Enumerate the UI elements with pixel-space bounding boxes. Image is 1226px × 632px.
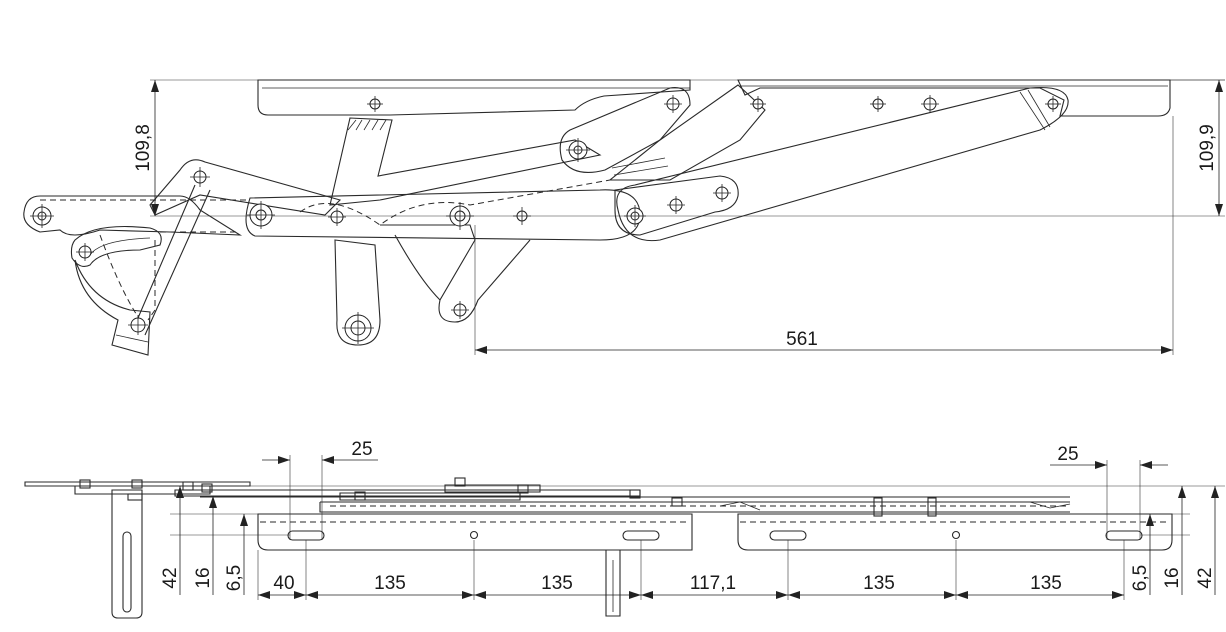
dim-small-left-label: 6,5 — [224, 565, 245, 591]
slot — [769, 530, 807, 541]
pin-icon — [328, 208, 346, 226]
pin-icon — [1045, 96, 1061, 112]
pin-icon — [190, 167, 210, 187]
left-lever — [23, 195, 243, 236]
pin-icon — [566, 138, 590, 162]
dim-height-left-label: 109,8 — [133, 124, 154, 172]
pin-icon — [76, 243, 94, 261]
spacing-label: 117,1 — [690, 573, 736, 594]
dim-slot-width-right: 25 — [1050, 444, 1168, 540]
dim-heights-left: 42 16 6,5 — [160, 486, 290, 595]
slot — [622, 530, 660, 541]
dim-heights-right: 6,5 16 42 — [1130, 486, 1219, 595]
pin-icon — [128, 315, 148, 335]
slot — [1105, 530, 1143, 541]
pin-icon — [451, 301, 469, 319]
pin-icon — [446, 202, 474, 230]
bottom-view: 25 25 42 16 6,5 — [24, 439, 1225, 619]
pin-icon — [664, 95, 682, 113]
pivot-pins — [30, 95, 1061, 344]
pin-icon — [750, 96, 766, 112]
left-top-plate — [257, 79, 691, 116]
spacing-label: 135 — [863, 573, 895, 594]
center-tab — [605, 549, 621, 617]
center-leg — [334, 239, 381, 346]
dim-spacing-chain: 40 135 135 117,1 135 135 — [257, 540, 1125, 600]
pin-icon — [513, 207, 531, 225]
dim-length: 561 — [474, 116, 1174, 355]
main-link — [245, 189, 641, 241]
dim-slot-width-left: 25 — [262, 439, 378, 540]
dim-small-right-label: 6,5 — [1130, 565, 1151, 591]
slot — [287, 530, 325, 541]
spacing-label: 40 — [273, 573, 294, 594]
rivets — [79, 477, 937, 517]
pin-icon — [870, 96, 886, 112]
dim-mid-left-label: 16 — [193, 567, 214, 588]
dim-total-right-label: 42 — [1195, 567, 1216, 588]
left-bracket — [111, 489, 143, 619]
right-link — [616, 86, 1069, 242]
pin-icon — [624, 205, 646, 227]
pin-icon — [367, 96, 383, 112]
side-view: 109,8 109,9 561 — [23, 79, 1225, 356]
dim-mid-right-label: 16 — [1162, 567, 1183, 588]
pin-icon — [713, 184, 731, 202]
right-top-plate — [737, 79, 1171, 117]
dim-height-left: 109,8 — [133, 80, 159, 216]
dim-height-right: 109,9 — [1197, 80, 1223, 216]
pin-icon — [247, 201, 275, 229]
dim-length-label: 561 — [786, 329, 818, 350]
dim-slot-width-left-label: 25 — [351, 439, 372, 460]
pin-icon — [667, 196, 685, 214]
pin-icon — [342, 312, 374, 344]
dim-total-left-label: 42 — [160, 567, 181, 588]
spacing-label: 135 — [541, 573, 573, 594]
pin-icon — [30, 204, 54, 228]
spacing-label: 135 — [1030, 573, 1062, 594]
pin-icon — [921, 95, 939, 113]
dim-height-right-label: 109,9 — [1197, 124, 1218, 172]
dim-slot-width-right-label: 25 — [1057, 444, 1078, 465]
bottom-left-plate — [257, 513, 693, 551]
bottom-right-plate — [737, 513, 1173, 551]
upper-link — [559, 87, 691, 173]
spacing-label: 135 — [374, 573, 406, 594]
